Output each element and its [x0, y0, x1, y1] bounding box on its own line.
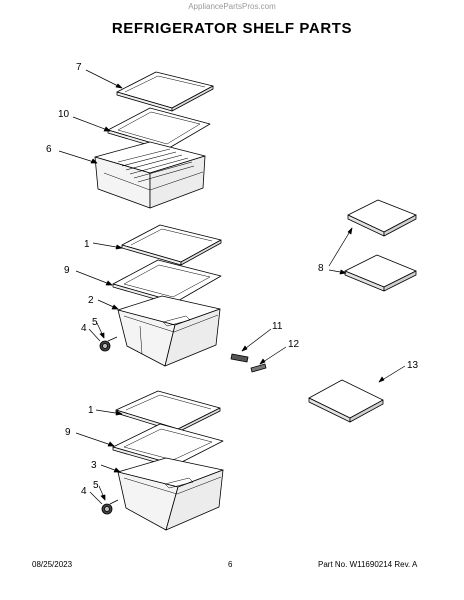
part-3-crisper-drawer	[117, 457, 224, 531]
callout-4-lower: 4	[81, 486, 87, 497]
callout-3: 3	[91, 460, 97, 471]
part-13-shelf	[308, 379, 384, 423]
callout-13: 13	[407, 360, 419, 371]
part-2-crisper-drawer	[117, 295, 221, 367]
callout-10: 10	[58, 109, 70, 120]
watermark: AppliancePartsPros.com	[188, 2, 276, 11]
page-title: REFRIGERATOR SHELF PARTS	[111, 20, 353, 37]
part-4-5-knob-lower	[101, 499, 119, 515]
leader-lines	[58, 69, 406, 505]
footer-part-number: Part No. W11690214 Rev. A	[318, 560, 418, 569]
callout-5-lower: 5	[93, 480, 99, 491]
part-7-shelf-cover	[116, 71, 214, 112]
callout-9-lower: 9	[65, 427, 71, 438]
part-4-5-knob	[99, 336, 118, 352]
callout-6: 6	[46, 144, 52, 155]
part-12-clip	[250, 363, 267, 373]
callout-12: 12	[288, 339, 300, 350]
callout-2: 2	[88, 295, 94, 306]
part-6-drawer	[94, 141, 206, 209]
callout-9: 9	[64, 265, 70, 276]
callout-1: 1	[84, 239, 90, 250]
part-8-upper-shelf	[347, 199, 417, 237]
callout-4: 4	[81, 323, 87, 334]
footer-date: 08/25/2023	[32, 560, 73, 569]
callout-8: 8	[318, 263, 324, 274]
callout-5: 5	[92, 317, 98, 328]
part-1-glass-shelf	[121, 224, 222, 266]
part-11-bracket	[230, 353, 249, 363]
footer-page-number: 6	[228, 560, 233, 569]
callout-11: 11	[272, 321, 283, 332]
callout-7: 7	[76, 62, 82, 73]
callout-1-lower: 1	[88, 405, 94, 416]
part-8-lower-shelf	[344, 254, 417, 292]
